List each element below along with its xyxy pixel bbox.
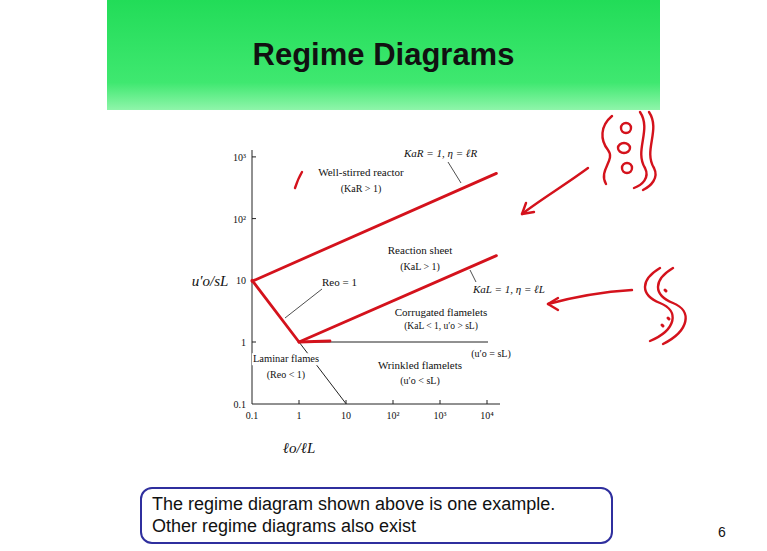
regime-boundaries — [252, 173, 496, 403]
slide-title: Regime Diagrams — [107, 0, 660, 110]
boundary-label: Reo = 1 — [322, 276, 357, 288]
page-number: 6 — [718, 525, 726, 540]
region-condition: (KaR > 1) — [341, 183, 382, 194]
region-label: Wrinkled flamelets — [378, 359, 462, 371]
leader-lines — [285, 162, 476, 318]
region-condition: (KaL < 1, u′o > sL) — [404, 321, 478, 331]
y-ticks — [252, 157, 256, 342]
y-tick-label: 1 — [241, 337, 246, 348]
hand-annotations — [252, 112, 686, 344]
arrow-head — [548, 298, 558, 310]
region-label: Well-stirred reactor — [318, 166, 404, 178]
region-label: Laminar flames — [252, 353, 320, 365]
note-box: The regime diagram shown above is one ex… — [140, 487, 613, 544]
trace-stroke — [299, 341, 330, 342]
x-tick-label: 10² — [387, 410, 400, 421]
x-tick-label: 10 — [341, 410, 351, 421]
arrow-stroke — [522, 168, 588, 214]
check-mark — [295, 172, 302, 188]
trace-stroke — [299, 256, 496, 342]
sketch-stroke — [602, 116, 612, 184]
y-tick-label: 0.1 — [234, 398, 247, 409]
sketch-eddy — [618, 143, 630, 153]
y-axis-title: u′o/sL — [192, 273, 229, 290]
kal-boundary — [299, 256, 496, 342]
region-condition: (Reo < 1) — [267, 369, 305, 380]
region-label: Reaction sheet — [388, 244, 452, 256]
sketch-stroke — [643, 112, 656, 190]
y-tick-label: 10³ — [233, 151, 246, 162]
leader-line — [448, 162, 461, 183]
note-text: The regime diagram shown above is one ex… — [152, 494, 601, 537]
x-tick-label: 0.1 — [246, 410, 259, 421]
trace-stroke — [252, 280, 299, 342]
arrow-head — [522, 203, 534, 214]
region-label: Corrugated flamelets — [395, 306, 488, 318]
boundary-label: KaL = 1, η = ℓL — [473, 283, 545, 295]
x-ticks — [299, 400, 487, 404]
x-tick-label: 10³ — [434, 410, 447, 421]
title-band — [107, 0, 660, 110]
speed-boundary — [299, 342, 488, 343]
region-condition: (KaL > 1) — [400, 261, 440, 272]
leader-line — [285, 289, 322, 318]
y-tick-label: 10 — [236, 275, 246, 286]
boundary-label: KaR = 1, η = ℓR — [404, 147, 477, 159]
sketch-stroke — [645, 268, 673, 341]
kar-boundary — [252, 173, 496, 281]
region-condition: (u′o < sL) — [400, 375, 440, 386]
trace-stroke — [252, 173, 496, 281]
sketch-stroke — [658, 268, 686, 344]
x-tick-label: 10⁴ — [480, 410, 494, 421]
leader-line — [470, 270, 476, 282]
x-axis-title: ℓo/ℓL — [283, 440, 316, 457]
y-tick-label: 10² — [233, 213, 246, 224]
sketch-stroke — [634, 112, 647, 188]
sketch-eddy — [621, 123, 631, 133]
boundary-label: (u′o = sL) — [471, 348, 511, 359]
sketch-eddy — [622, 163, 632, 173]
arrow-stroke — [548, 290, 632, 304]
sketch-dots — [662, 290, 669, 326]
axis-lines — [252, 150, 500, 404]
x-tick-label: 1 — [297, 410, 302, 421]
chart-axes — [252, 150, 500, 404]
